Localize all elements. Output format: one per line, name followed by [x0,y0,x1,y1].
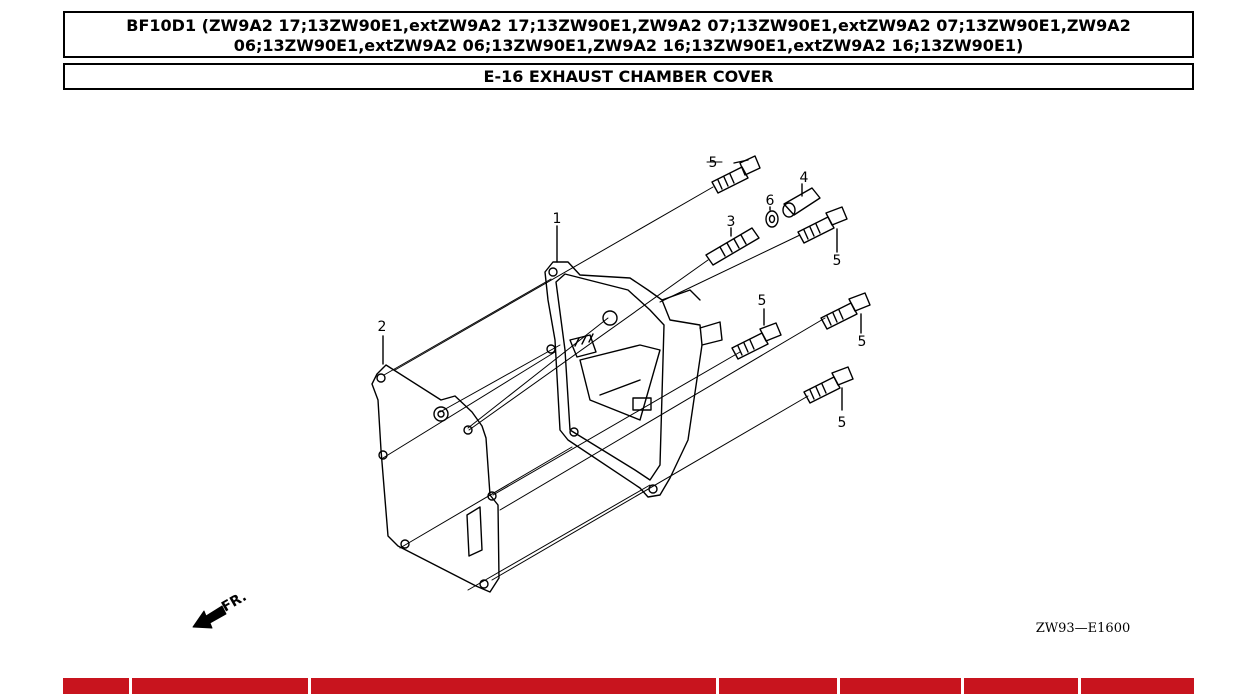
parts-table-header [0,678,1260,694]
callout-5-lower: 5 [838,415,847,431]
exhaust-cover-part-1 [544,225,723,498]
bolt-right-middle [820,292,871,334]
table-header-cell [63,678,129,694]
callout-5-right-middle: 5 [858,334,867,350]
bolts-part-5 [711,155,871,411]
front-arrow-icon [192,605,227,629]
diagram-subtitle: E-16 EXHAUST CHAMBER COVER [63,63,1194,90]
callout-5-middle: 5 [758,293,767,309]
exploded-parts-diagram: 1 2 3 4 5 5 5 5 5 6 FR. ZW93—E1600 [192,155,1131,636]
drawing-code: ZW93—E1600 [1036,621,1131,636]
callout-2: 2 [378,319,387,335]
callout-6: 6 [766,193,775,209]
callout-3: 3 [727,214,736,230]
callout-labels: 1 2 3 4 5 5 5 5 5 6 [378,155,867,431]
table-header-cell [719,678,837,694]
title-line-2: 06;13ZW90E1,extZW9A2 06;13ZW90E1,ZW9A2 1… [233,36,1024,55]
bolt-lower [803,366,854,411]
callout-5-top: 5 [709,155,718,171]
collar-part-4 [782,183,821,218]
table-header-cell [840,678,961,694]
diagram-title: BF10D1 (ZW9A2 17;13ZW90E1,extZW9A2 17;13… [63,11,1194,58]
table-header-cell [132,678,308,694]
bolt-middle [731,308,782,360]
stud-part-3 [705,227,760,266]
gasket-part-2 [371,335,500,593]
callout-5-right-upper: 5 [833,253,842,269]
table-header-cell [964,678,1078,694]
washer-part-6 [765,206,779,228]
bolt-right-upper [797,206,848,253]
callout-1: 1 [553,211,562,227]
table-header-cell [311,678,716,694]
table-header-cell [1081,678,1194,694]
callout-4: 4 [800,170,809,186]
title-line-1: BF10D1 (ZW9A2 17;13ZW90E1,extZW9A2 17;13… [126,16,1131,35]
explosion-lines [382,186,826,591]
front-marker-label: FR. [219,589,249,616]
bolt-top [711,155,761,194]
